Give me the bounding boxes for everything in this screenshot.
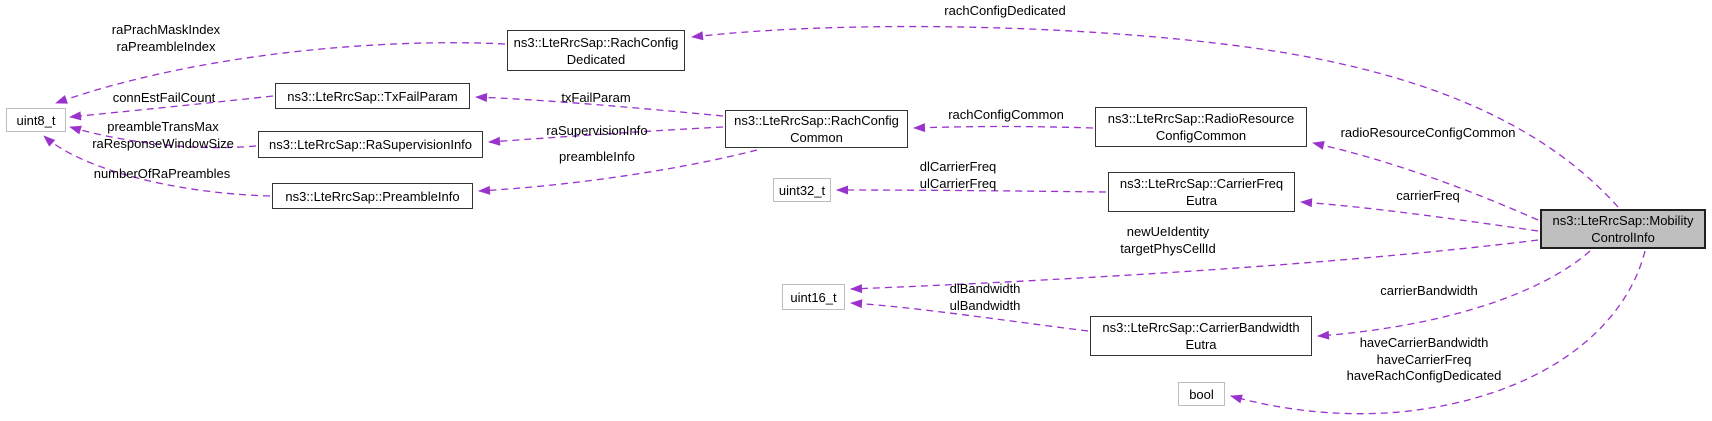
node-rachconfigdedicated[interactable]: ns3::LteRrcSap::RachConfig Dedicated xyxy=(507,30,685,71)
edge-label-dlCarrierFreq: dlCarrierFreq ulCarrierFreq xyxy=(919,159,997,191)
node-uint32-t: uint32_t xyxy=(773,178,831,202)
edge-haveFlags xyxy=(1230,250,1646,415)
node-txfailparam[interactable]: ns3::LteRrcSap::TxFailParam xyxy=(275,83,470,109)
node-preambleinfo[interactable]: ns3::LteRrcSap::PreambleInfo xyxy=(272,183,473,209)
node-bool: bool xyxy=(1178,382,1225,406)
edge-label-raSupervisionInfo: raSupervisionInfo xyxy=(546,123,648,138)
edge-label-dlBandwidth: dlBandwidth ulBandwidth xyxy=(949,281,1021,313)
edge-radioResourceConfigCommon xyxy=(1312,140,1539,221)
edge-label-rachConfigCommon: rachConfigCommon xyxy=(948,107,1064,122)
edge-rachConfigDedicated xyxy=(691,25,1619,208)
edge-label-connEstFailCount: connEstFailCount xyxy=(112,90,216,105)
edge-label-carrierBandwidth: carrierBandwidth xyxy=(1380,283,1478,298)
node-carrierbandwidtheutra[interactable]: ns3::LteRrcSap::CarrierBandwidth Eutra xyxy=(1090,316,1312,356)
edge-label-preambleInfo: preambleInfo xyxy=(559,149,635,164)
node-uint8-t: uint8_t xyxy=(6,108,66,132)
edge-label-raPrachMaskIndex: raPrachMaskIndex raPreambleIndex xyxy=(111,22,221,54)
edge-label-numberOfRaPreambles: numberOfRaPreambles xyxy=(93,166,231,181)
edge-carrierBandwidth xyxy=(1317,250,1591,340)
edge-carrierFreq xyxy=(1300,198,1539,232)
node-uint16-t: uint16_t xyxy=(782,284,845,310)
edge-rachConfigCommon xyxy=(913,123,1094,133)
edge-txFailParam xyxy=(475,92,724,117)
node-radioresourceconfigcommon[interactable]: ns3::LteRrcSap::RadioResource ConfigComm… xyxy=(1095,107,1307,147)
edge-newUeIdentity xyxy=(850,239,1539,294)
edge-label-radioResourceConfigCommon: radioResourceConfigCommon xyxy=(1340,125,1516,140)
edge-label-txFailParam: txFailParam xyxy=(561,90,631,105)
edge-raPrachMaskIndex xyxy=(55,42,506,104)
edge-label-haveFlags: haveCarrierBandwidth haveCarrierFreq hav… xyxy=(1346,335,1502,383)
edge-preambleTransMax xyxy=(69,125,257,149)
edge-label-rachConfigDedicated: rachConfigDedicated xyxy=(944,3,1066,18)
edge-dlCarrierFreq xyxy=(836,185,1107,195)
edge-connEstFailCount xyxy=(69,95,274,121)
edge-label-newUeIdentity: newUeIdentity targetPhysCellId xyxy=(1120,224,1216,256)
node-carrierfreqeutra[interactable]: ns3::LteRrcSap::CarrierFreq Eutra xyxy=(1108,172,1295,212)
node-mobilitycontrolinfo: ns3::LteRrcSap::Mobility ControlInfo xyxy=(1540,209,1706,249)
edge-raSupervisionInfo xyxy=(488,126,724,146)
edge-label-preambleTransMax: preambleTransMax raResponseWindowSize xyxy=(92,119,234,151)
edge-numberOfRaPreambles xyxy=(43,135,271,197)
node-rachconfigcommon[interactable]: ns3::LteRrcSap::RachConfig Common xyxy=(725,110,908,148)
edge-label-carrierFreq: carrierFreq xyxy=(1396,188,1460,203)
node-rasupervisioninfo[interactable]: ns3::LteRrcSap::RaSupervisionInfo xyxy=(258,131,483,158)
